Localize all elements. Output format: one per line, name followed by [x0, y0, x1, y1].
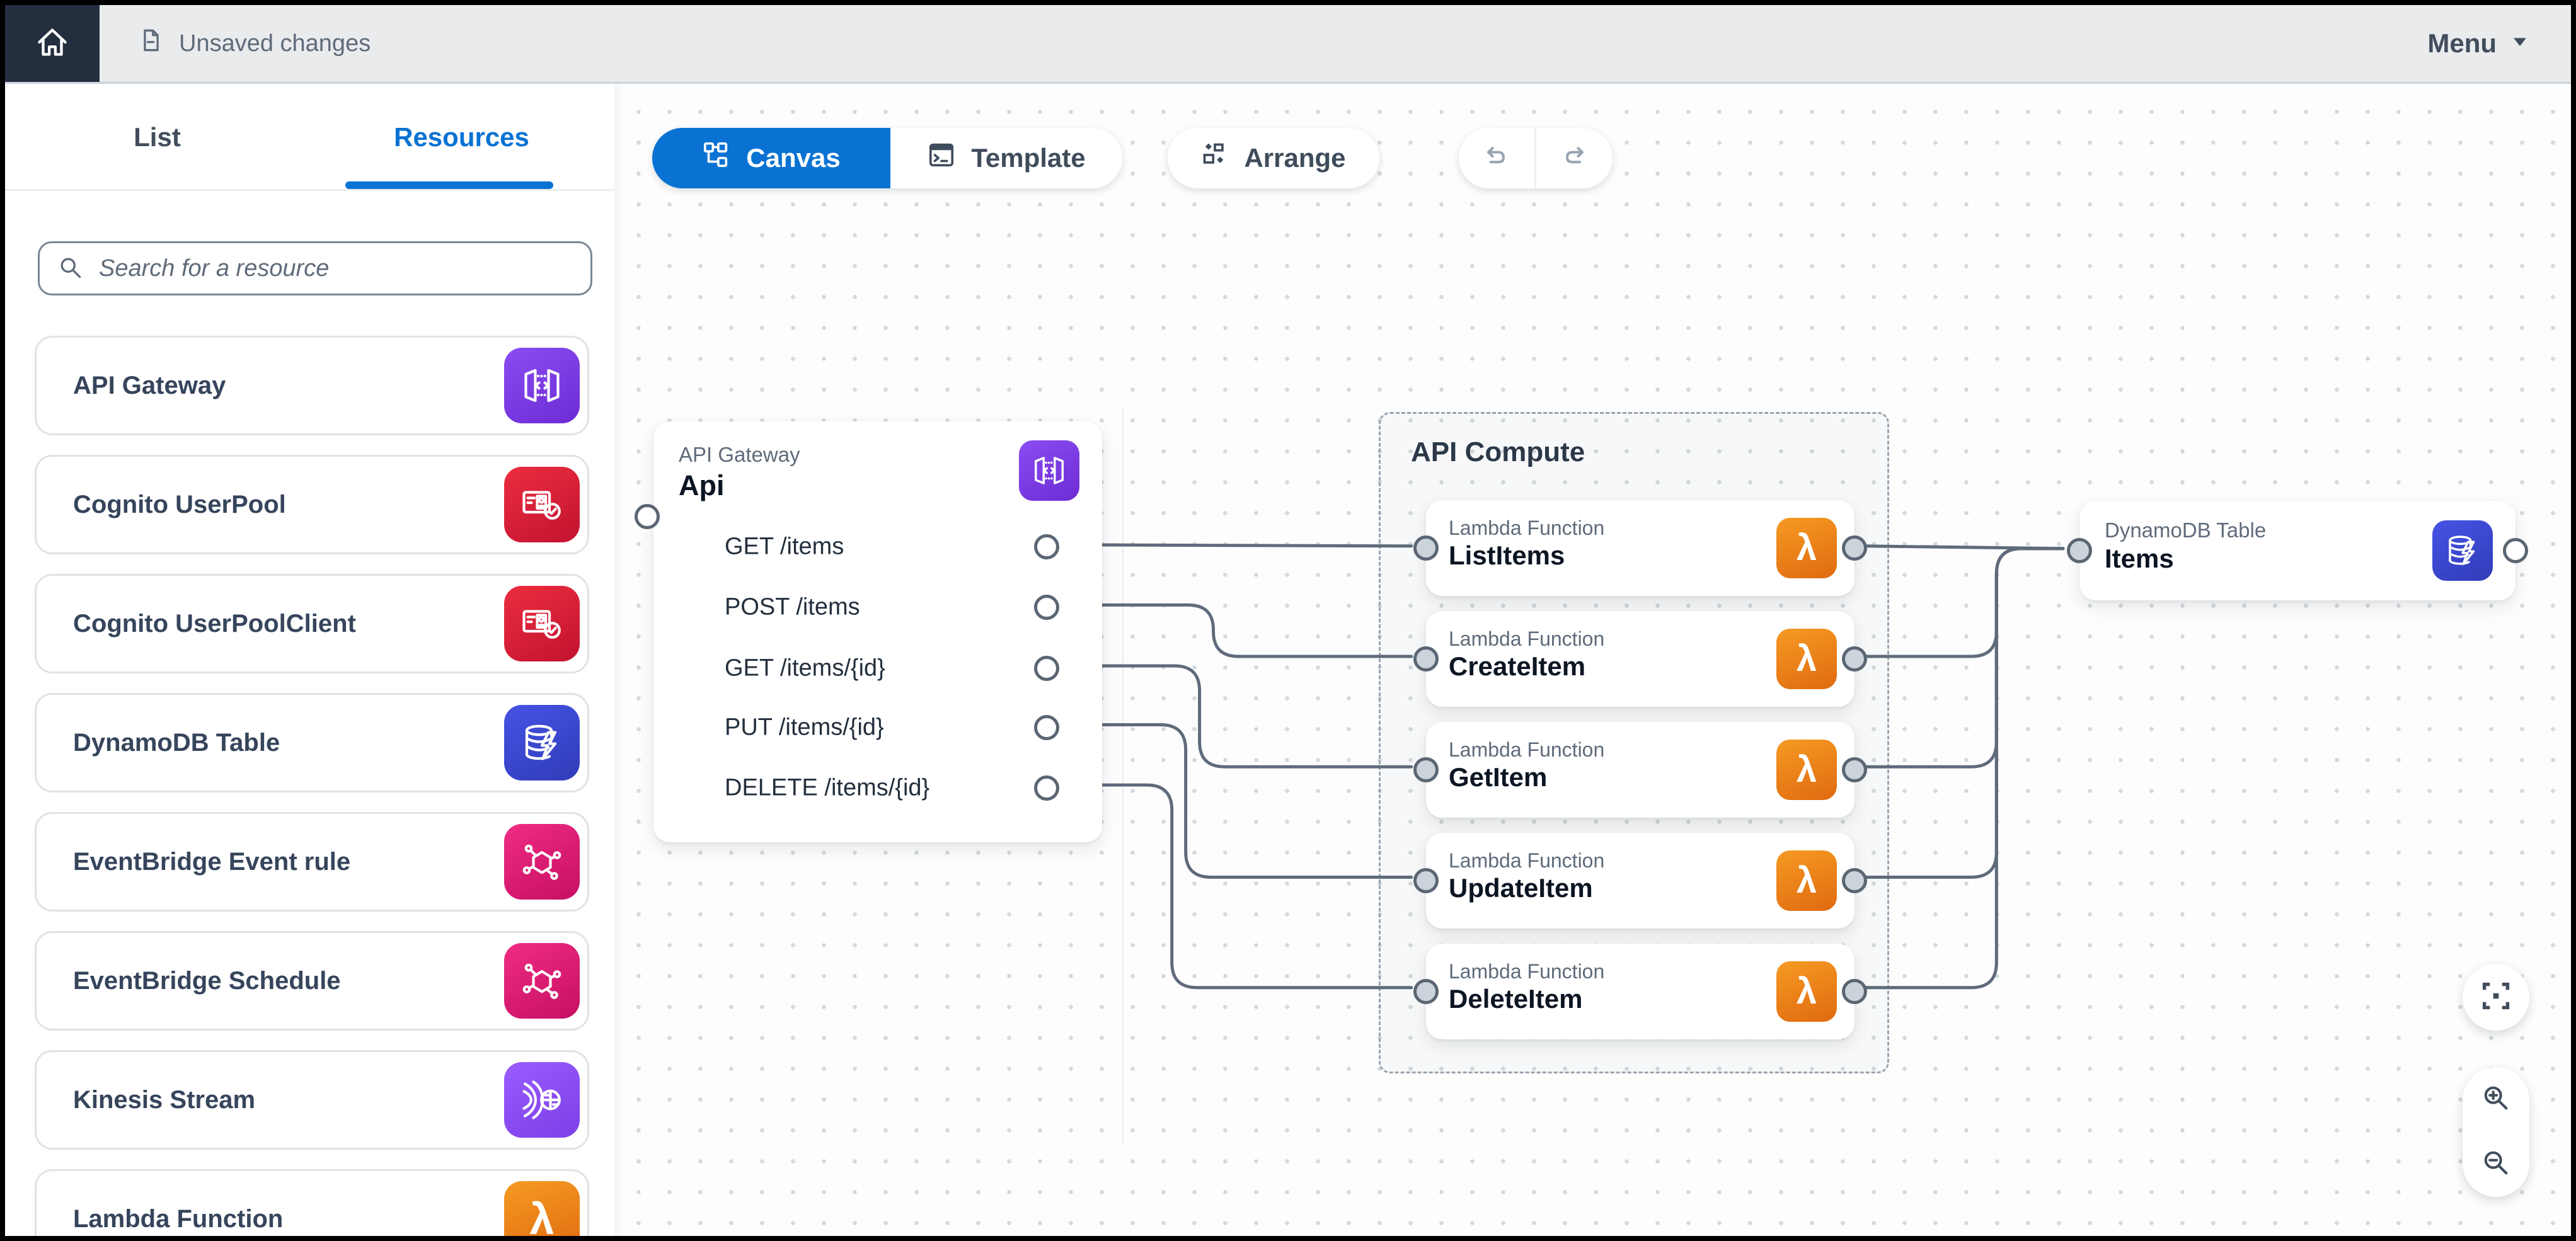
node-lambda-deleteitem[interactable]: Lambda Function DeleteItem λ [1426, 944, 1854, 1039]
resource-item-lambda-function[interactable]: Lambda Function λ [35, 1169, 589, 1236]
home-icon [34, 24, 71, 64]
caret-down-icon [2509, 28, 2531, 59]
canvas-guide-line [1122, 408, 1124, 1145]
file-unsaved-icon [137, 26, 165, 60]
redo-button[interactable] [1536, 128, 1612, 188]
zoom-out-button[interactable] [2463, 1132, 2529, 1197]
sidebar-tabs: List Resources [5, 84, 614, 191]
resource-item-kinesis-stream[interactable]: Kinesis Stream [35, 1050, 589, 1150]
lambda-icon: λ [1776, 961, 1837, 1022]
node-lambda-listitems[interactable]: Lambda Function ListItems λ [1426, 500, 1854, 596]
view-toggle: Canvas Template [652, 128, 1122, 188]
arrange-button[interactable]: Arrange [1168, 128, 1379, 188]
lambda-icon: λ [1776, 629, 1837, 689]
port-deleteitem-in[interactable] [1413, 979, 1439, 1004]
design-canvas[interactable]: Canvas Template Arrange API Gateway Api … [614, 84, 2571, 1236]
undo-icon [1483, 143, 1510, 174]
node-dynamodb-items[interactable]: DynamoDB Table Items [2079, 501, 2516, 600]
top-bar: Unsaved changes Menu [5, 5, 2571, 84]
resource-item-eventbridge-rule[interactable]: EventBridge Event rule [35, 812, 589, 912]
undo-redo-group [1459, 128, 1613, 188]
resource-item-cognito-userpool[interactable]: Cognito UserPool [35, 455, 589, 554]
port-listitems-in[interactable] [1413, 535, 1439, 561]
port-api-input[interactable] [635, 504, 660, 529]
port-items-out[interactable] [2503, 538, 2528, 563]
fit-view-button[interactable] [2463, 964, 2529, 1031]
port-updateitem-in[interactable] [1413, 868, 1439, 893]
lambda-icon: λ [1776, 850, 1837, 911]
route-delete-items-id[interactable]: DELETE /items/{id} [725, 774, 930, 801]
port-route-get-items[interactable] [1034, 534, 1059, 559]
eventbridge-icon [504, 824, 580, 900]
group-title: API Compute [1411, 437, 1585, 467]
resource-search [38, 241, 592, 295]
resource-item-eventbridge-schedule[interactable]: EventBridge Schedule [35, 931, 589, 1031]
zoom-in-button[interactable] [2463, 1067, 2529, 1132]
cognito-userpool-icon [504, 586, 580, 661]
zoom-in-icon [2480, 1082, 2512, 1118]
resource-item-cognito-userpoolclient[interactable]: Cognito UserPoolClient [35, 574, 589, 673]
route-get-items[interactable]: GET /items [725, 533, 844, 560]
port-deleteitem-out[interactable] [1842, 979, 1867, 1004]
search-input[interactable] [98, 254, 578, 283]
route-put-items-id[interactable]: PUT /items/{id} [725, 714, 884, 741]
template-icon [927, 140, 956, 176]
dynamodb-icon [2432, 520, 2493, 581]
node-lambda-getitem[interactable]: Lambda Function GetItem λ [1426, 722, 1854, 818]
active-tab-underline [345, 181, 553, 189]
save-status-label: Unsaved changes [179, 30, 371, 57]
menu-button[interactable]: Menu [2427, 5, 2531, 82]
port-createitem-out[interactable] [1842, 646, 1867, 672]
resource-item-api-gateway[interactable]: API Gateway [35, 336, 589, 435]
redo-icon [1560, 143, 1588, 174]
template-view-button[interactable]: Template [890, 128, 1122, 188]
home-button[interactable] [5, 5, 100, 82]
node-lambda-createitem[interactable]: Lambda Function CreateItem λ [1426, 611, 1854, 707]
tab-divider [5, 189, 614, 191]
kinesis-icon [504, 1062, 580, 1138]
port-updateitem-out[interactable] [1842, 868, 1867, 893]
menu-label: Menu [2427, 28, 2497, 58]
port-listitems-out[interactable] [1842, 535, 1867, 561]
zoom-controls [2463, 1067, 2529, 1197]
lambda-icon: λ [1776, 518, 1837, 578]
undo-button[interactable] [1459, 128, 1534, 188]
port-route-get-items-id[interactable] [1034, 656, 1059, 681]
api-gateway-icon [504, 348, 580, 423]
node-api-gateway[interactable]: API Gateway Api GET /items POST /items G… [653, 421, 1102, 842]
lambda-icon: λ [1776, 740, 1837, 800]
resource-sidebar: List Resources API Gateway Cognito UserP… [5, 84, 614, 1236]
node-lambda-updateitem[interactable]: Lambda Function UpdateItem λ [1426, 833, 1854, 929]
port-route-post-items[interactable] [1034, 595, 1059, 620]
dynamodb-icon [504, 705, 580, 781]
fit-view-icon [2480, 980, 2512, 1015]
search-icon [40, 253, 84, 284]
flow-icon [702, 140, 731, 176]
port-route-delete-items-id[interactable] [1034, 775, 1059, 801]
tab-resources[interactable]: Resources [394, 122, 529, 152]
divider [1534, 128, 1536, 188]
port-getitem-out[interactable] [1842, 757, 1867, 782]
port-getitem-in[interactable] [1413, 757, 1439, 782]
arrange-icon [1201, 141, 1229, 175]
port-createitem-in[interactable] [1413, 646, 1439, 672]
port-items-in[interactable] [2067, 538, 2092, 563]
zoom-out-icon [2480, 1147, 2512, 1182]
save-status: Unsaved changes [137, 5, 371, 82]
route-post-items[interactable]: POST /items [725, 593, 860, 620]
api-gateway-icon [1019, 440, 1079, 501]
lambda-icon: λ [504, 1181, 580, 1236]
route-get-items-id[interactable]: GET /items/{id} [725, 655, 885, 682]
canvas-view-button[interactable]: Canvas [652, 128, 890, 188]
port-route-put-items-id[interactable] [1034, 715, 1059, 740]
eventbridge-icon [504, 943, 580, 1019]
resource-item-dynamodb-table[interactable]: DynamoDB Table [35, 693, 589, 792]
tab-list[interactable]: List [134, 122, 181, 152]
cognito-userpool-icon [504, 467, 580, 542]
